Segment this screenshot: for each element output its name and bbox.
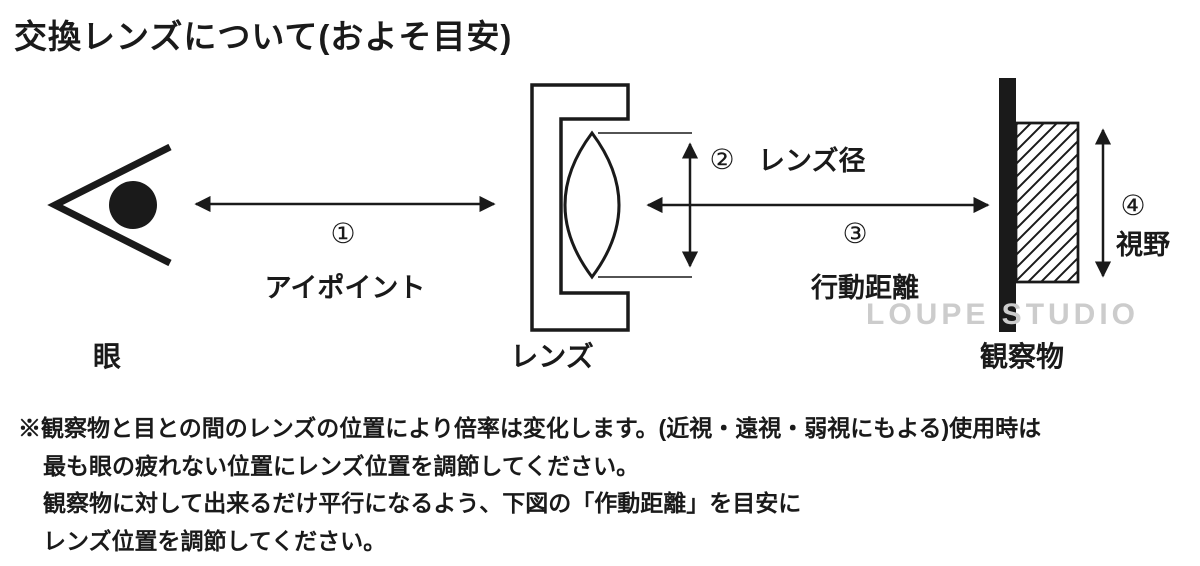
note-line: 最も眼の疲れない位置にレンズ位置を調節してください。 xyxy=(43,452,640,479)
field-of-view-label: 視野 xyxy=(1116,230,1170,260)
object-icon xyxy=(999,78,1080,332)
arrow2-number: ② xyxy=(709,144,734,175)
lens-label: レンズ xyxy=(510,340,593,372)
arrow1-number: ① xyxy=(330,218,355,249)
working-distance-label: 行動距離 xyxy=(810,272,919,303)
eye-label: 眼 xyxy=(93,341,121,372)
note-line: ※観察物と目との間のレンズの位置により倍率は変化します。(近視・遠視・弱視にもよ… xyxy=(18,415,1042,441)
notes: ※観察物と目との間のレンズの位置により倍率は変化します。(近視・遠視・弱視にもよ… xyxy=(18,410,1041,560)
watermark: LOUPE STUDIO xyxy=(866,298,1139,331)
arrow4-number: ④ xyxy=(1120,190,1145,221)
note-line: レンズ位置を調節してください。 xyxy=(43,527,387,554)
note-line: 観察物に対して出来るだけ平行になるよう、下図の「作動距離」を目安に xyxy=(43,490,802,516)
eye-icon xyxy=(47,143,172,267)
eyepoint-label: アイポイント xyxy=(265,273,426,303)
arrow3-number: ③ xyxy=(842,218,867,249)
lens-icon xyxy=(530,83,630,332)
page-title: 交換レンズについて(およそ目安) xyxy=(14,18,513,55)
object-label: 観察物 xyxy=(980,341,1064,372)
lens-diagram: ① アイポイント ② レンズ径 ③ 行動距離 ④ 視野 LOUPE ST xyxy=(47,78,1170,372)
lens-diameter-label: レンズ径 xyxy=(758,145,865,176)
